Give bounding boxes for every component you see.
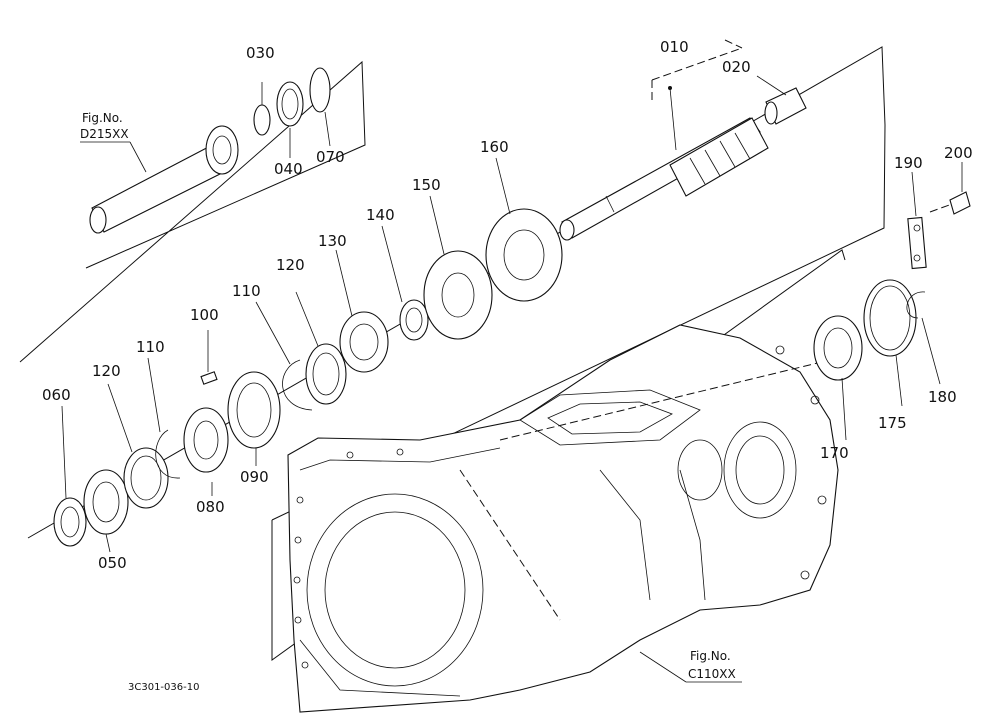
fig-ref-c110xx[interactable]: Fig.No. C110XX bbox=[639, 649, 742, 683]
part-label-175: 175 bbox=[878, 414, 907, 432]
part-labels: 010 020 030 040 050 060 070 080 090 100 … bbox=[42, 38, 973, 572]
part-label-080: 080 bbox=[196, 498, 225, 516]
part-label-190: 190 bbox=[894, 154, 923, 172]
part-label-010: 010 bbox=[660, 38, 689, 56]
part-label-140: 140 bbox=[366, 206, 395, 224]
main-shaft-group bbox=[559, 39, 807, 241]
part-label-110-lower: 110 bbox=[136, 338, 165, 356]
part-label-050: 050 bbox=[98, 554, 127, 572]
part-label-160: 160 bbox=[480, 138, 509, 156]
part-label-030: 030 bbox=[246, 44, 275, 62]
fig-ref-c110xx-line1: Fig.No. bbox=[690, 649, 731, 663]
part-label-070: 070 bbox=[316, 148, 345, 166]
transmission-case bbox=[287, 324, 839, 713]
part-label-180: 180 bbox=[928, 388, 957, 406]
gear-stack bbox=[53, 157, 971, 553]
fig-ref-d215xx-line1: Fig.No. bbox=[82, 111, 123, 125]
part-label-090: 090 bbox=[240, 468, 269, 486]
part-label-120-lower: 120 bbox=[92, 362, 121, 380]
part-label-060: 060 bbox=[42, 386, 71, 404]
part-label-100: 100 bbox=[190, 306, 219, 324]
part-label-020: 020 bbox=[722, 58, 751, 76]
part-label-130: 130 bbox=[318, 232, 347, 250]
part-label-200: 200 bbox=[944, 144, 973, 162]
part-label-120-upper: 120 bbox=[276, 256, 305, 274]
part-label-150: 150 bbox=[412, 176, 441, 194]
part-label-040: 040 bbox=[274, 160, 303, 178]
fig-ref-d215xx[interactable]: Fig.No. D215XX bbox=[80, 111, 147, 173]
part-label-170: 170 bbox=[820, 444, 849, 462]
input-shaft-group bbox=[89, 67, 331, 234]
fig-ref-c110xx-line2: C110XX bbox=[688, 667, 736, 681]
fig-ref-d215xx-line2: D215XX bbox=[80, 127, 129, 141]
part-label-110-upper: 110 bbox=[232, 282, 261, 300]
drawing-code: 3C301-036-10 bbox=[128, 682, 199, 693]
